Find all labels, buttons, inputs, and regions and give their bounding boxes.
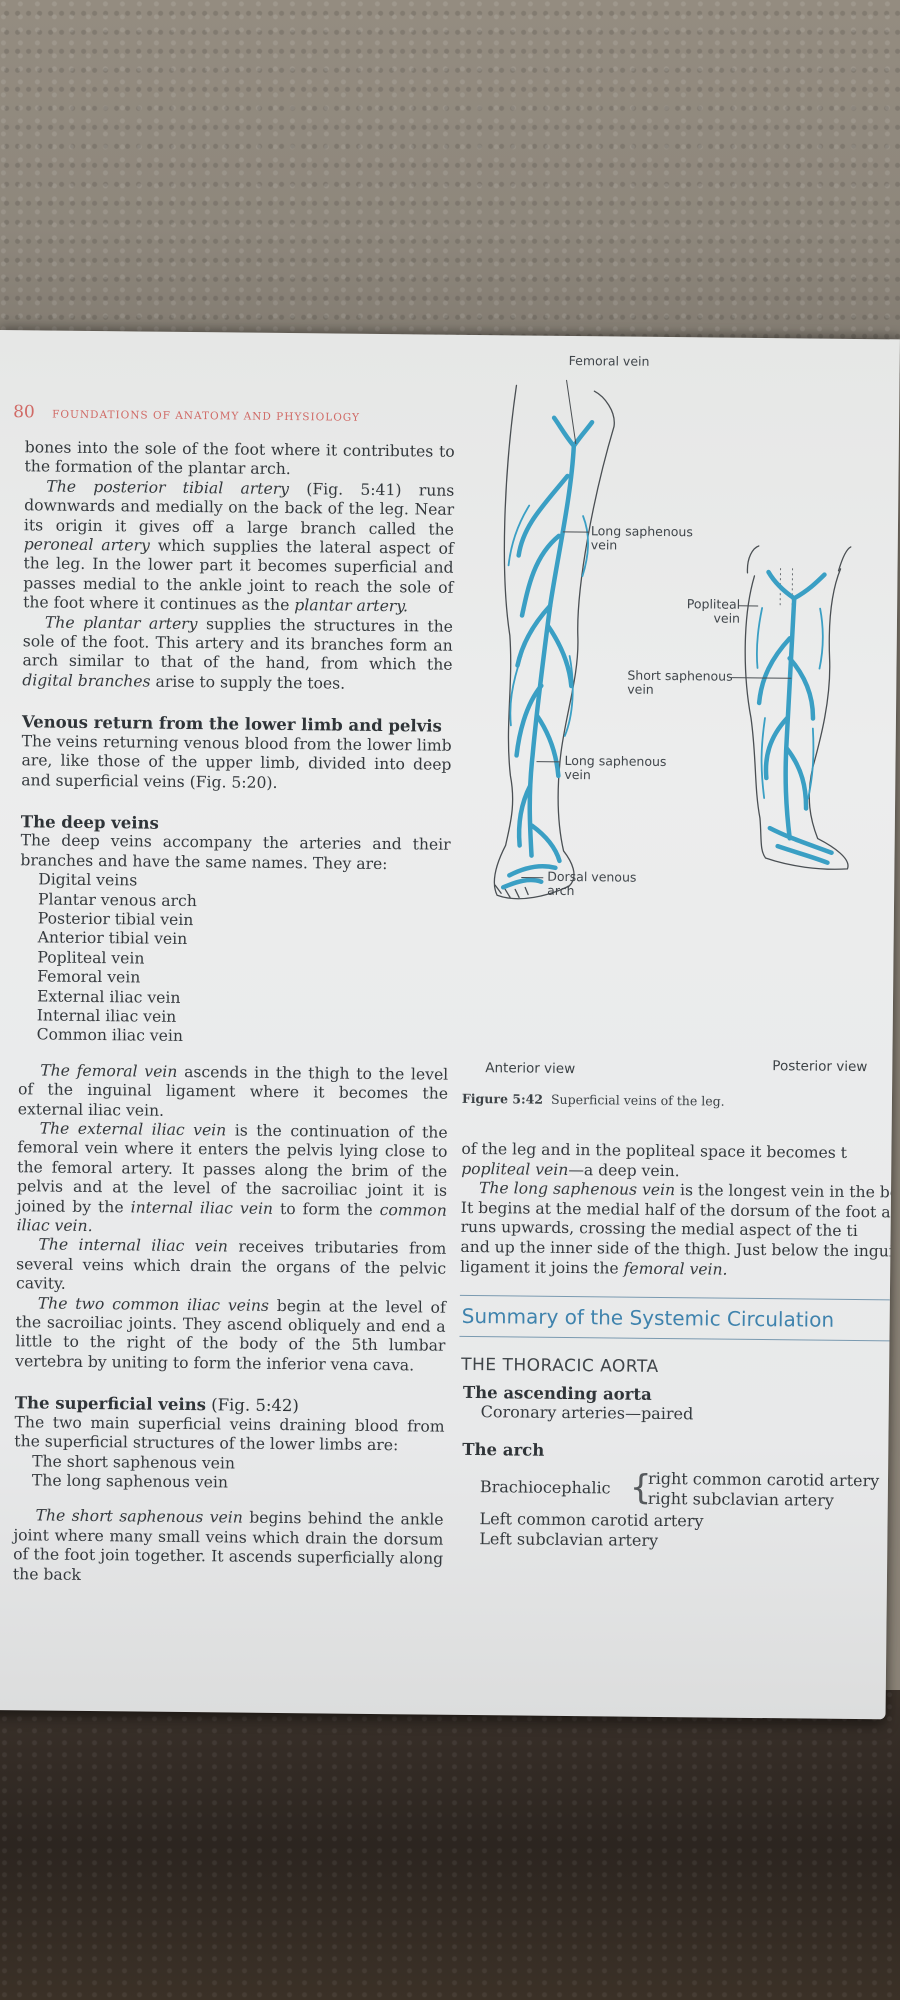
anterior-view-label: Anterior view bbox=[485, 1060, 576, 1078]
paragraph: The short saphenous vein begins behind t… bbox=[12, 1506, 444, 1584]
running-header: 80 FOUNDATIONS OF ANATOMY AND PHYSIOLOGY bbox=[13, 402, 360, 426]
label-long-saphenous-vein-lower: Long saphenous vein bbox=[564, 752, 667, 783]
page-number: 80 bbox=[13, 402, 35, 423]
paragraph: The internal iliac vein receives tributa… bbox=[15, 1235, 447, 1293]
paragraph: The external iliac vein is the continuat… bbox=[16, 1119, 448, 1236]
thoracic-aorta-heading: THE THORACIC AORTA bbox=[461, 1354, 659, 1377]
brachiocephalic-group: Brachiocephalic { right common carotid a… bbox=[479, 1468, 888, 1513]
leg-illustration bbox=[493, 379, 852, 900]
floor-background bbox=[0, 1690, 900, 2000]
label-long-saphenous-vein: Long saphenous vein bbox=[590, 523, 693, 553]
left-column: bones into the sole of the foot where it… bbox=[13, 438, 455, 1588]
running-title: FOUNDATIONS OF ANATOMY AND PHYSIOLOGY bbox=[52, 408, 361, 424]
summary-title: Summary of the Systemic Circulation bbox=[461, 1303, 835, 1332]
paragraph: The deep veins accompany the arteries an… bbox=[20, 831, 451, 873]
paragraph: The two main superficial veins draining … bbox=[14, 1412, 445, 1455]
paragraph: The two common iliac veins begin at the … bbox=[15, 1294, 446, 1375]
paragraph: The plantar artery supplies the structur… bbox=[22, 613, 454, 693]
brachio-branch: right common carotid artery bbox=[647, 1468, 880, 1491]
label-short-saphenous-vein: Short saphenous vein bbox=[627, 667, 733, 697]
label-femoral-vein: Femoral vein bbox=[568, 352, 650, 369]
ascending-aorta-item: Coronary arteries—paired bbox=[480, 1402, 694, 1424]
carpet-background bbox=[0, 0, 900, 380]
arch-heading: The arch bbox=[462, 1439, 545, 1460]
summary-section: Summary of the Systemic Circulation THE … bbox=[457, 1294, 890, 1553]
brachiocephalic-label: Brachiocephalic bbox=[479, 1477, 611, 1498]
superficial-veins-list: The short saphenous vein The long saphen… bbox=[14, 1452, 444, 1495]
vein-network bbox=[500, 415, 834, 890]
label-dorsal-venous-arch: Dorsal venous arch bbox=[547, 868, 637, 899]
posterior-view-label: Posterior view bbox=[772, 1058, 868, 1076]
label-popliteal-vein: Popliteal vein bbox=[686, 596, 741, 626]
paragraph: The posterior tibial artery (Fig. 5:41) … bbox=[23, 477, 455, 616]
brachio-branch: right subclavian artery bbox=[647, 1488, 834, 1510]
right-column: of the leg and in the popliteal space it… bbox=[460, 1140, 891, 1282]
paragraph: The veins returning venous blood from th… bbox=[21, 731, 452, 792]
paragraph: The femoral vein ascends in the thigh to… bbox=[17, 1061, 449, 1120]
leg-veins-figure: Femoral vein Long saphenous vein Poplite… bbox=[459, 352, 900, 920]
arch-item: Left subclavian artery bbox=[479, 1529, 659, 1550]
paragraph: bones into the sole of the foot where it… bbox=[24, 438, 455, 479]
book-page: 80 FOUNDATIONS OF ANATOMY AND PHYSIOLOGY… bbox=[0, 330, 900, 1720]
deep-veins-list: Digital veins Plantar venous arch Poster… bbox=[19, 870, 451, 1049]
